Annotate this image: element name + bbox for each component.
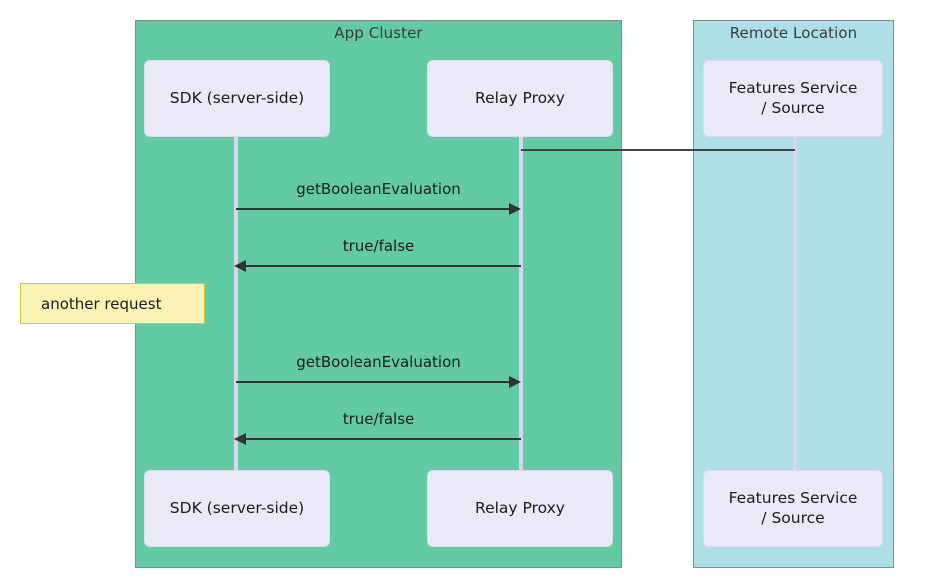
message-label-3: getBooleanEvaluation <box>296 353 461 371</box>
lifeline-relay <box>519 137 523 470</box>
message-arrowhead-3 <box>509 375 521 388</box>
participant-label-relay-top: Relay Proxy <box>475 88 565 107</box>
message-label-2: true/false <box>342 237 415 255</box>
message-line-3 <box>236 381 511 383</box>
lifeline-sdk <box>234 137 238 470</box>
message-arrowhead-4 <box>234 432 246 445</box>
message-label-1: getBooleanEvaluation <box>296 180 461 198</box>
note-another-request[interactable]: another request <box>20 283 205 324</box>
message-line-1 <box>236 208 511 210</box>
message-label-4: true/false <box>342 410 415 428</box>
message-line-2 <box>246 265 521 267</box>
participant-relay-top[interactable]: Relay Proxy <box>427 60 613 137</box>
group-title-app-cluster: App Cluster <box>334 24 423 42</box>
participant-relay-bottom[interactable]: Relay Proxy <box>427 470 613 547</box>
participant-label-relay-bottom: Relay Proxy <box>475 498 565 517</box>
participant-label-features-top-line1: Features Service <box>728 78 858 97</box>
group-title-remote-location: Remote Location <box>729 24 858 42</box>
participant-features-top[interactable]: Features Service / Source <box>703 60 883 137</box>
message-arrowhead-1 <box>509 202 521 215</box>
lifeline-features <box>793 137 797 470</box>
participant-label-features-top-line2: / Source <box>761 98 825 117</box>
participant-label-sdk-top: SDK (server-side) <box>169 88 305 107</box>
note-text-another-request: another request <box>41 294 162 313</box>
participant-label-features-bottom-line1: Features Service <box>728 488 858 507</box>
participant-label-sdk-bottom: SDK (server-side) <box>169 498 305 517</box>
participant-sdk-top[interactable]: SDK (server-side) <box>144 60 330 137</box>
connector-relay-to-features <box>521 149 795 151</box>
participant-sdk-bottom[interactable]: SDK (server-side) <box>144 470 330 547</box>
message-arrowhead-2 <box>234 259 246 272</box>
participant-label-features-bottom-line2: / Source <box>761 508 825 527</box>
message-line-4 <box>246 438 521 440</box>
participant-features-bottom[interactable]: Features Service / Source <box>703 470 883 547</box>
